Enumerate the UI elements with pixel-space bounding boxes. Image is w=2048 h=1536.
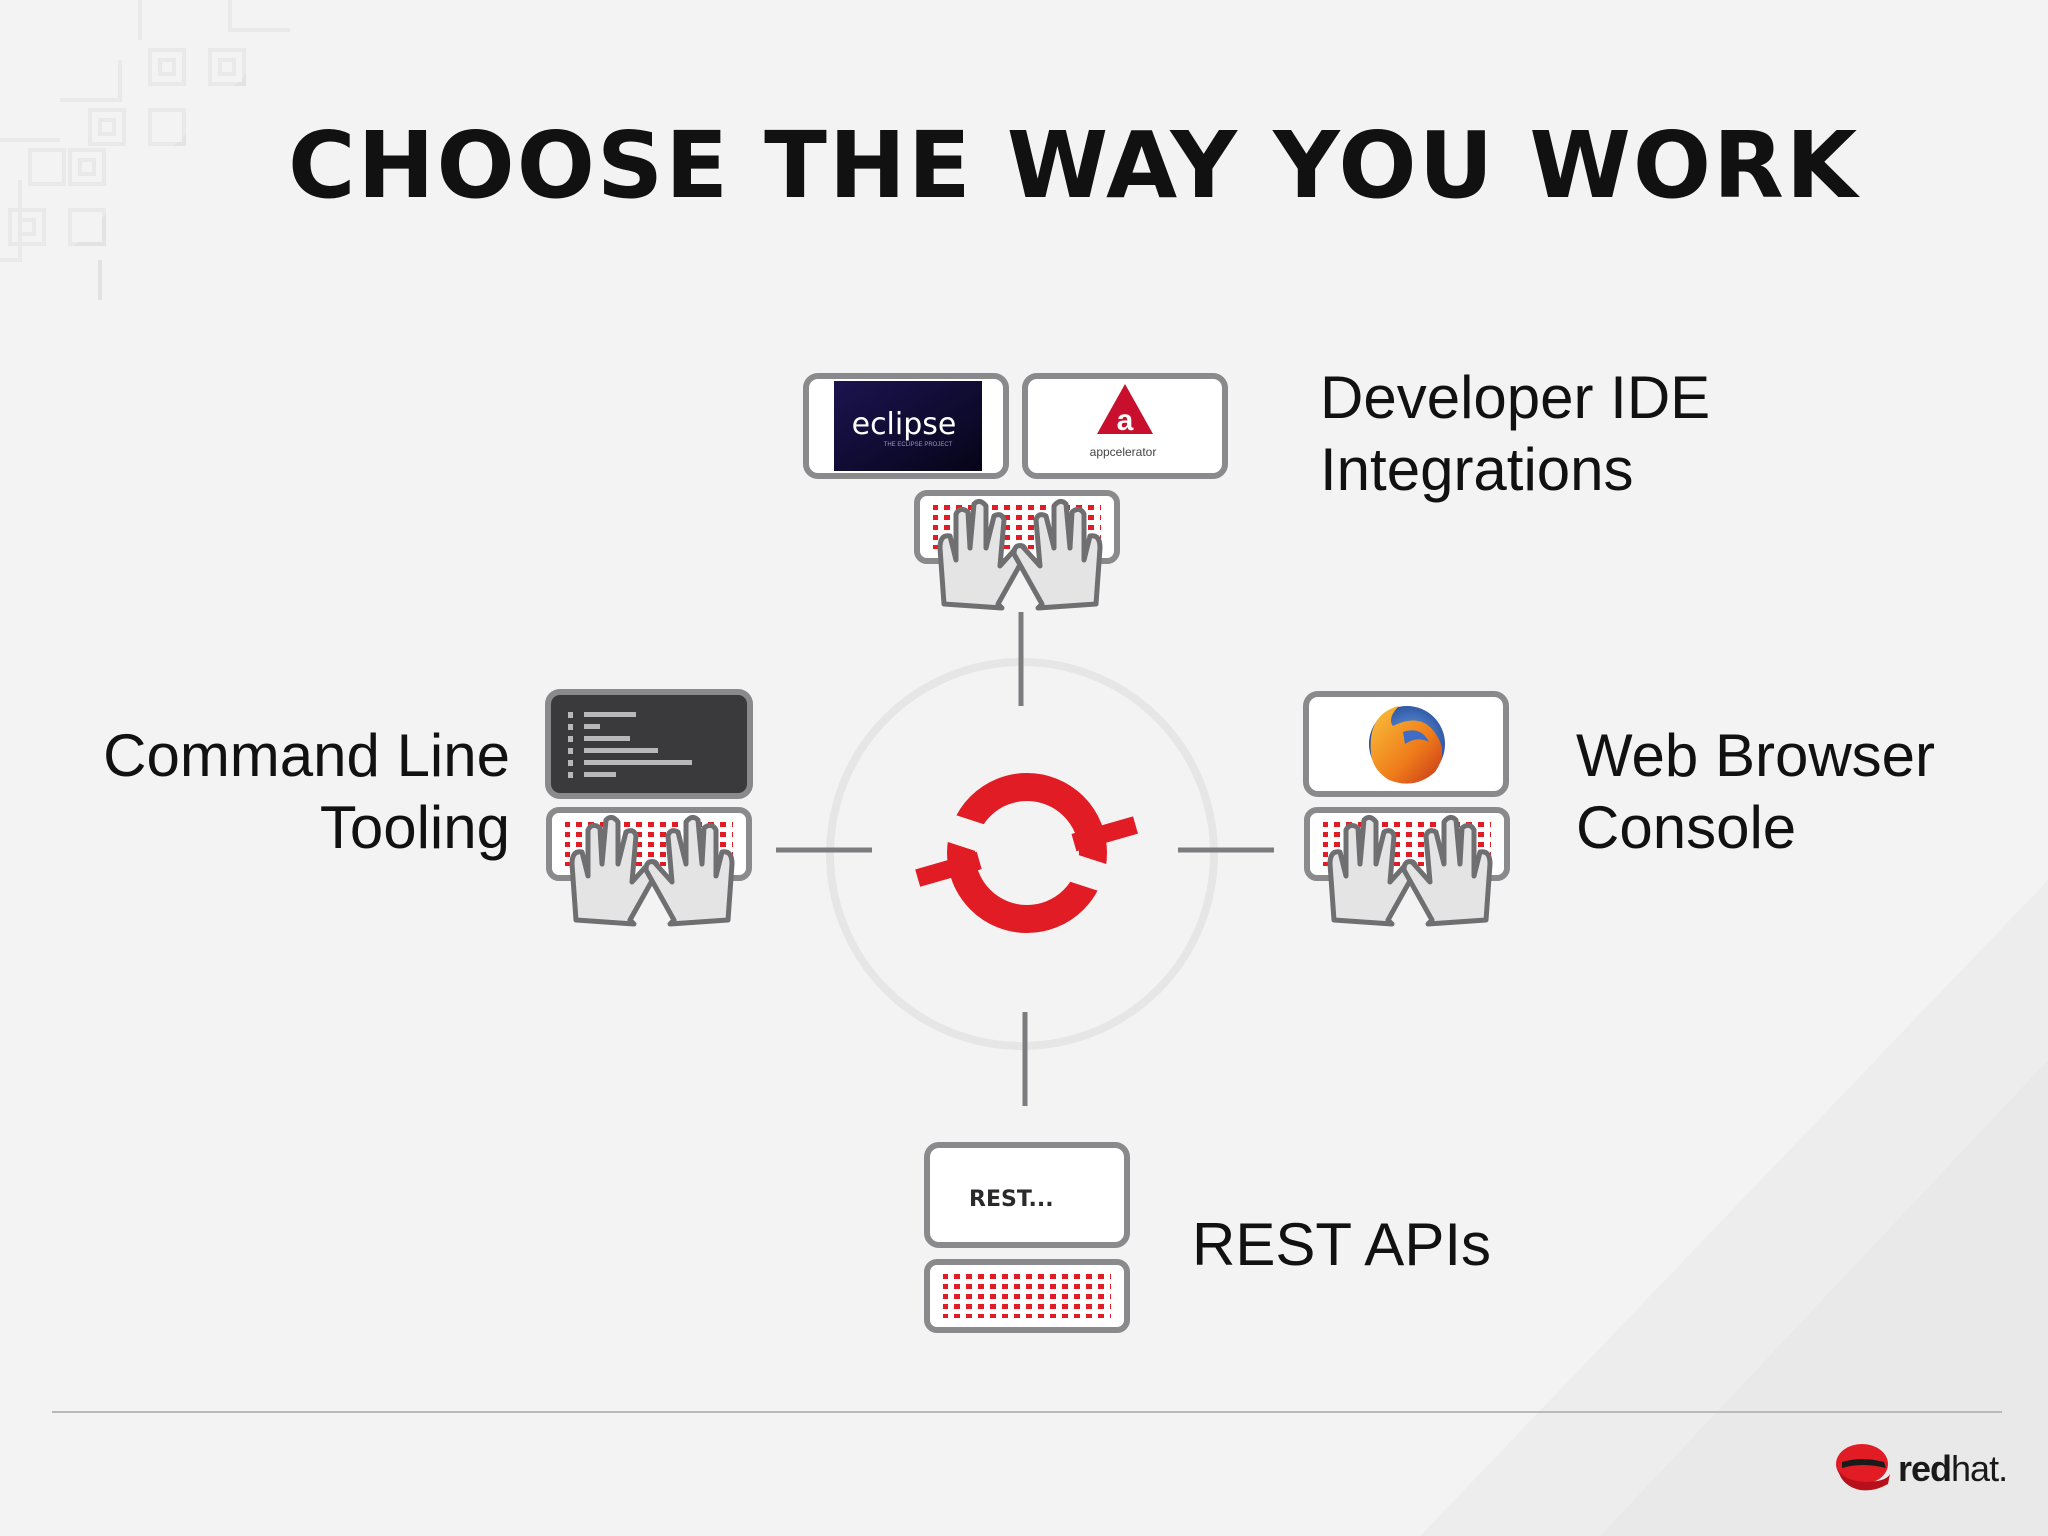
cli-monitor — [545, 689, 753, 799]
web-label-line2: Console — [1576, 794, 1797, 861]
web-monitor — [1303, 691, 1509, 797]
rest-label-text: REST APIs — [1192, 1211, 1492, 1278]
hands-icon — [569, 814, 735, 927]
ide-label: Developer IDE Integrations — [1320, 362, 1710, 506]
cli-label-line1: Command Line — [103, 722, 510, 789]
hands-icon — [937, 498, 1103, 611]
eclipse-logo-icon — [834, 381, 982, 471]
maze-pattern — [0, 0, 290, 300]
rest-keyboard — [924, 1259, 1130, 1333]
rest-monitor: REST... — [924, 1142, 1130, 1248]
svg-text:REST...: REST... — [969, 1187, 1054, 1212]
terminal-icon — [568, 712, 692, 778]
redhat-hat-icon — [1836, 1444, 1890, 1491]
slide-title: CHOOSE THE WAY YOU WORK — [288, 112, 1860, 219]
appcelerator-logo-icon: a — [1097, 384, 1153, 437]
svg-text:THE ECLIPSE PROJECT: THE ECLIPSE PROJECT — [884, 442, 953, 448]
ide-label-line1: Developer IDE — [1320, 364, 1711, 431]
redhat-logo: redhat. — [1834, 1440, 2008, 1496]
rest-label: REST APIs — [1192, 1209, 1491, 1281]
ide-monitor-eclipse: eclipse THE ECLIPSE PROJECT — [803, 373, 1009, 479]
ide-monitor-appcelerator: a appcelerator — [1022, 373, 1228, 479]
redhat-wordmark: redhat. — [1898, 1448, 2008, 1489]
hands-icon — [1327, 814, 1493, 927]
cli-label: Command Line Tooling — [60, 720, 510, 864]
web-label-line1: Web Browser — [1576, 722, 1936, 789]
cli-label-line2: Tooling — [319, 794, 510, 861]
ide-label-line2: Integrations — [1320, 436, 1634, 503]
firefox-icon — [1369, 706, 1445, 784]
svg-text:eclipse: eclipse — [852, 407, 957, 442]
web-label: Web Browser Console — [1576, 720, 1935, 864]
svg-text:a: a — [1117, 404, 1134, 437]
footer-divider — [52, 1411, 2002, 1413]
svg-text:appcelerator: appcelerator — [1090, 445, 1157, 459]
openshift-logo-icon — [915, 773, 1138, 933]
